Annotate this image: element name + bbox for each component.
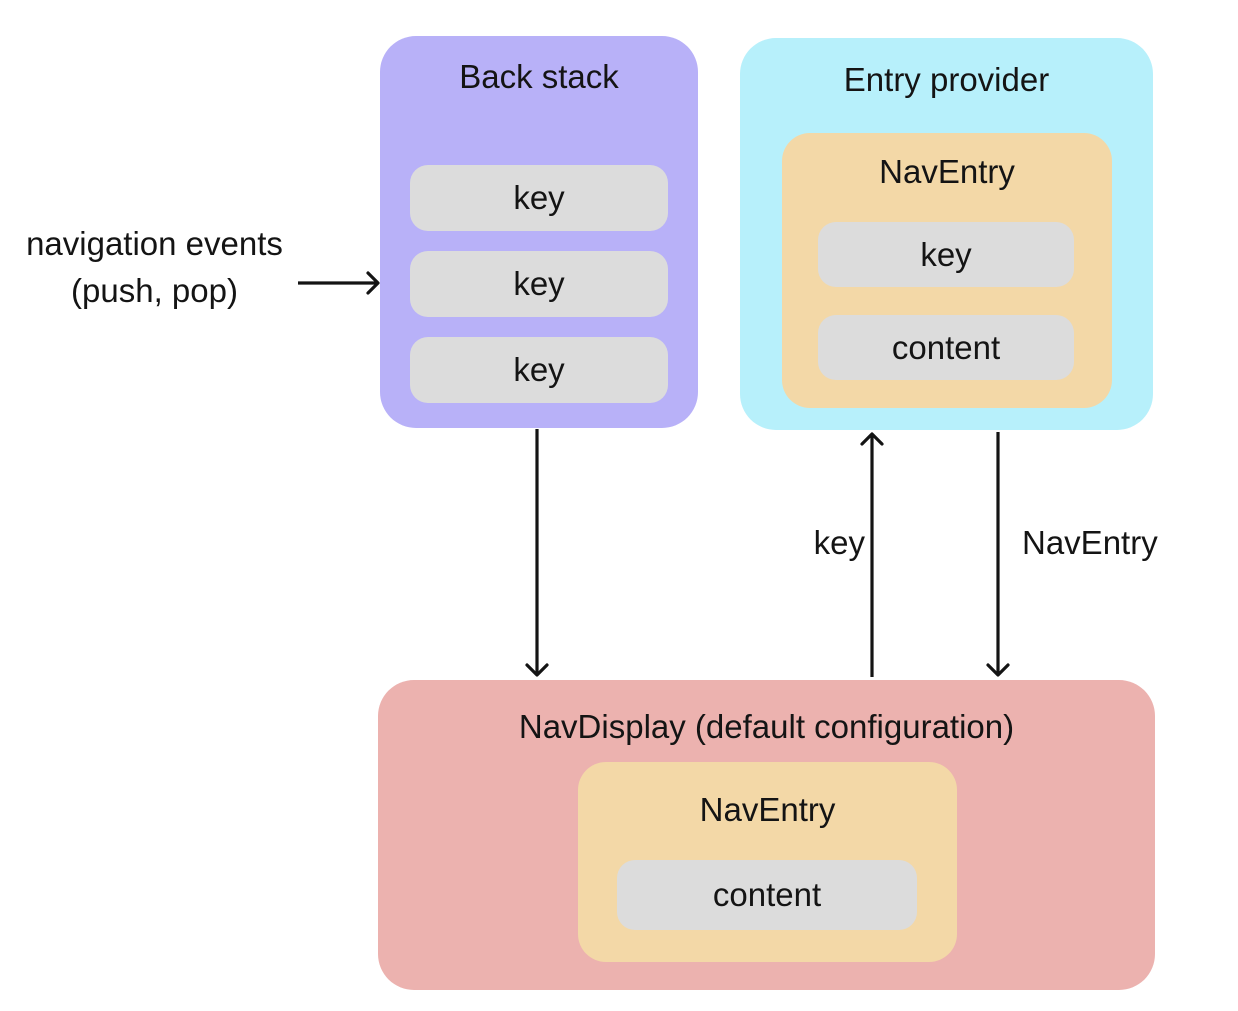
entry-provider-box: Entry provider NavEntry key content xyxy=(740,38,1153,430)
nav-entry-title: NavEntry xyxy=(879,153,1015,190)
key-pill: key xyxy=(818,222,1074,287)
navigation-events-annotation: navigation events (push, pop) xyxy=(2,220,307,314)
entry-provider-nav-entry-box: NavEntry key content xyxy=(782,133,1112,408)
key-pill: key xyxy=(410,251,668,317)
key-arrow-label: key xyxy=(813,524,865,561)
annotation-line-1: navigation events xyxy=(26,225,283,262)
nav-display-nav-entry-box: NavEntry content xyxy=(578,762,957,962)
key-pill: key xyxy=(410,165,668,231)
back-stack-key-list: key key key xyxy=(410,165,668,403)
nav-entry-title: NavEntry xyxy=(699,791,836,828)
annotation-line-2: (push, pop) xyxy=(71,272,238,309)
key-pill: key xyxy=(410,337,668,403)
entry-provider-title: Entry provider xyxy=(843,61,1050,98)
content-pill: content xyxy=(818,315,1074,380)
nav-display-title: NavDisplay (default configuration) xyxy=(518,708,1015,745)
back-stack-box: Back stack key key key xyxy=(380,36,698,428)
back-stack-title: Back stack xyxy=(459,58,619,95)
nav-entry-arrow-label: NavEntry xyxy=(1022,524,1158,561)
content-pill: content xyxy=(617,860,917,930)
nav-display-box: NavDisplay (default configuration) NavEn… xyxy=(378,680,1155,990)
